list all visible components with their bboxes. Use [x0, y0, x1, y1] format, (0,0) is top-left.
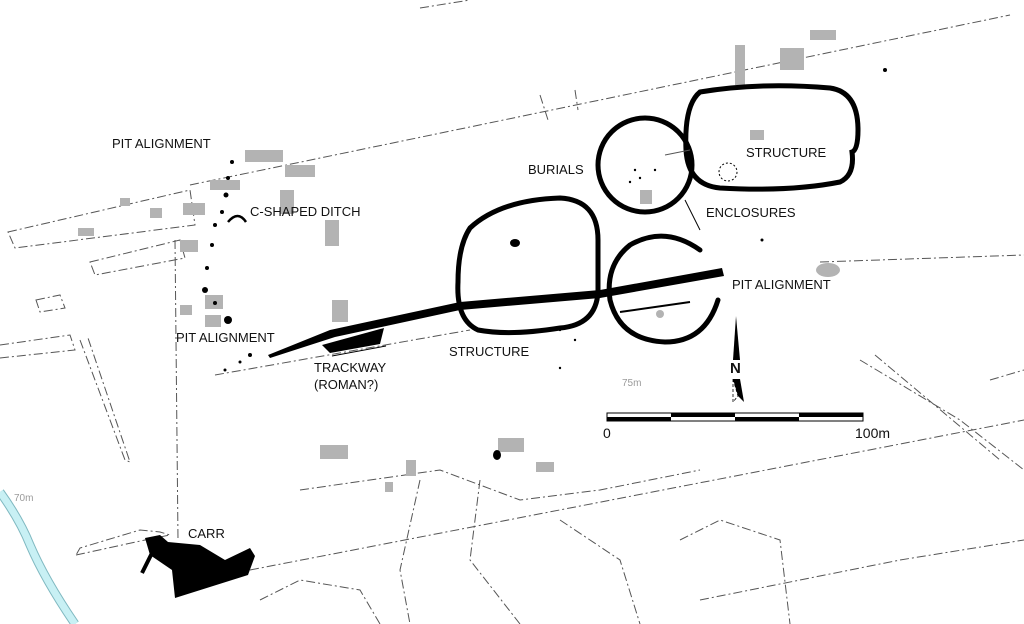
carr-area: [145, 535, 255, 598]
enclosures: [455, 83, 861, 345]
label-structure-s: STRUCTURE: [449, 344, 530, 359]
label-structure-ne: STRUCTURE: [746, 145, 827, 160]
label-burials: BURIALS: [528, 162, 584, 177]
pit-alignment-nw: [202, 160, 252, 372]
label-pit-alignment-e: PIT ALIGNMENT: [732, 277, 831, 292]
contour-70m: 70m: [14, 493, 34, 504]
enclosure-circle-north: [595, 115, 695, 215]
enclosure-west: [455, 195, 601, 336]
contour-75m: 75m: [622, 378, 642, 389]
label-enclosures: ENCLOSURES: [706, 205, 796, 220]
scale-bar: [606, 412, 864, 422]
trackway: [322, 328, 384, 353]
c-shaped-ditch: [227, 214, 248, 223]
pit-alignment-main: [268, 268, 724, 358]
scale-start-label: 0: [603, 425, 611, 441]
north-arrow-icon: [732, 316, 744, 404]
label-trackway-roman: (ROMAN?): [314, 377, 379, 392]
north-label: N: [730, 360, 741, 377]
enclosure-oval: [683, 83, 861, 192]
scale-end-label: 100m: [855, 425, 891, 441]
enclosure-circle-south: [606, 233, 721, 345]
label-carr: CARR: [188, 526, 225, 541]
label-trackway: TRACKWAY: [314, 360, 387, 375]
label-pit-alignment-nw: PIT ALIGNMENT: [112, 136, 211, 151]
label-c-shaped-ditch: C-SHAPED DITCH: [250, 204, 361, 219]
label-pit-alignment-w: PIT ALIGNMENT: [176, 330, 275, 345]
